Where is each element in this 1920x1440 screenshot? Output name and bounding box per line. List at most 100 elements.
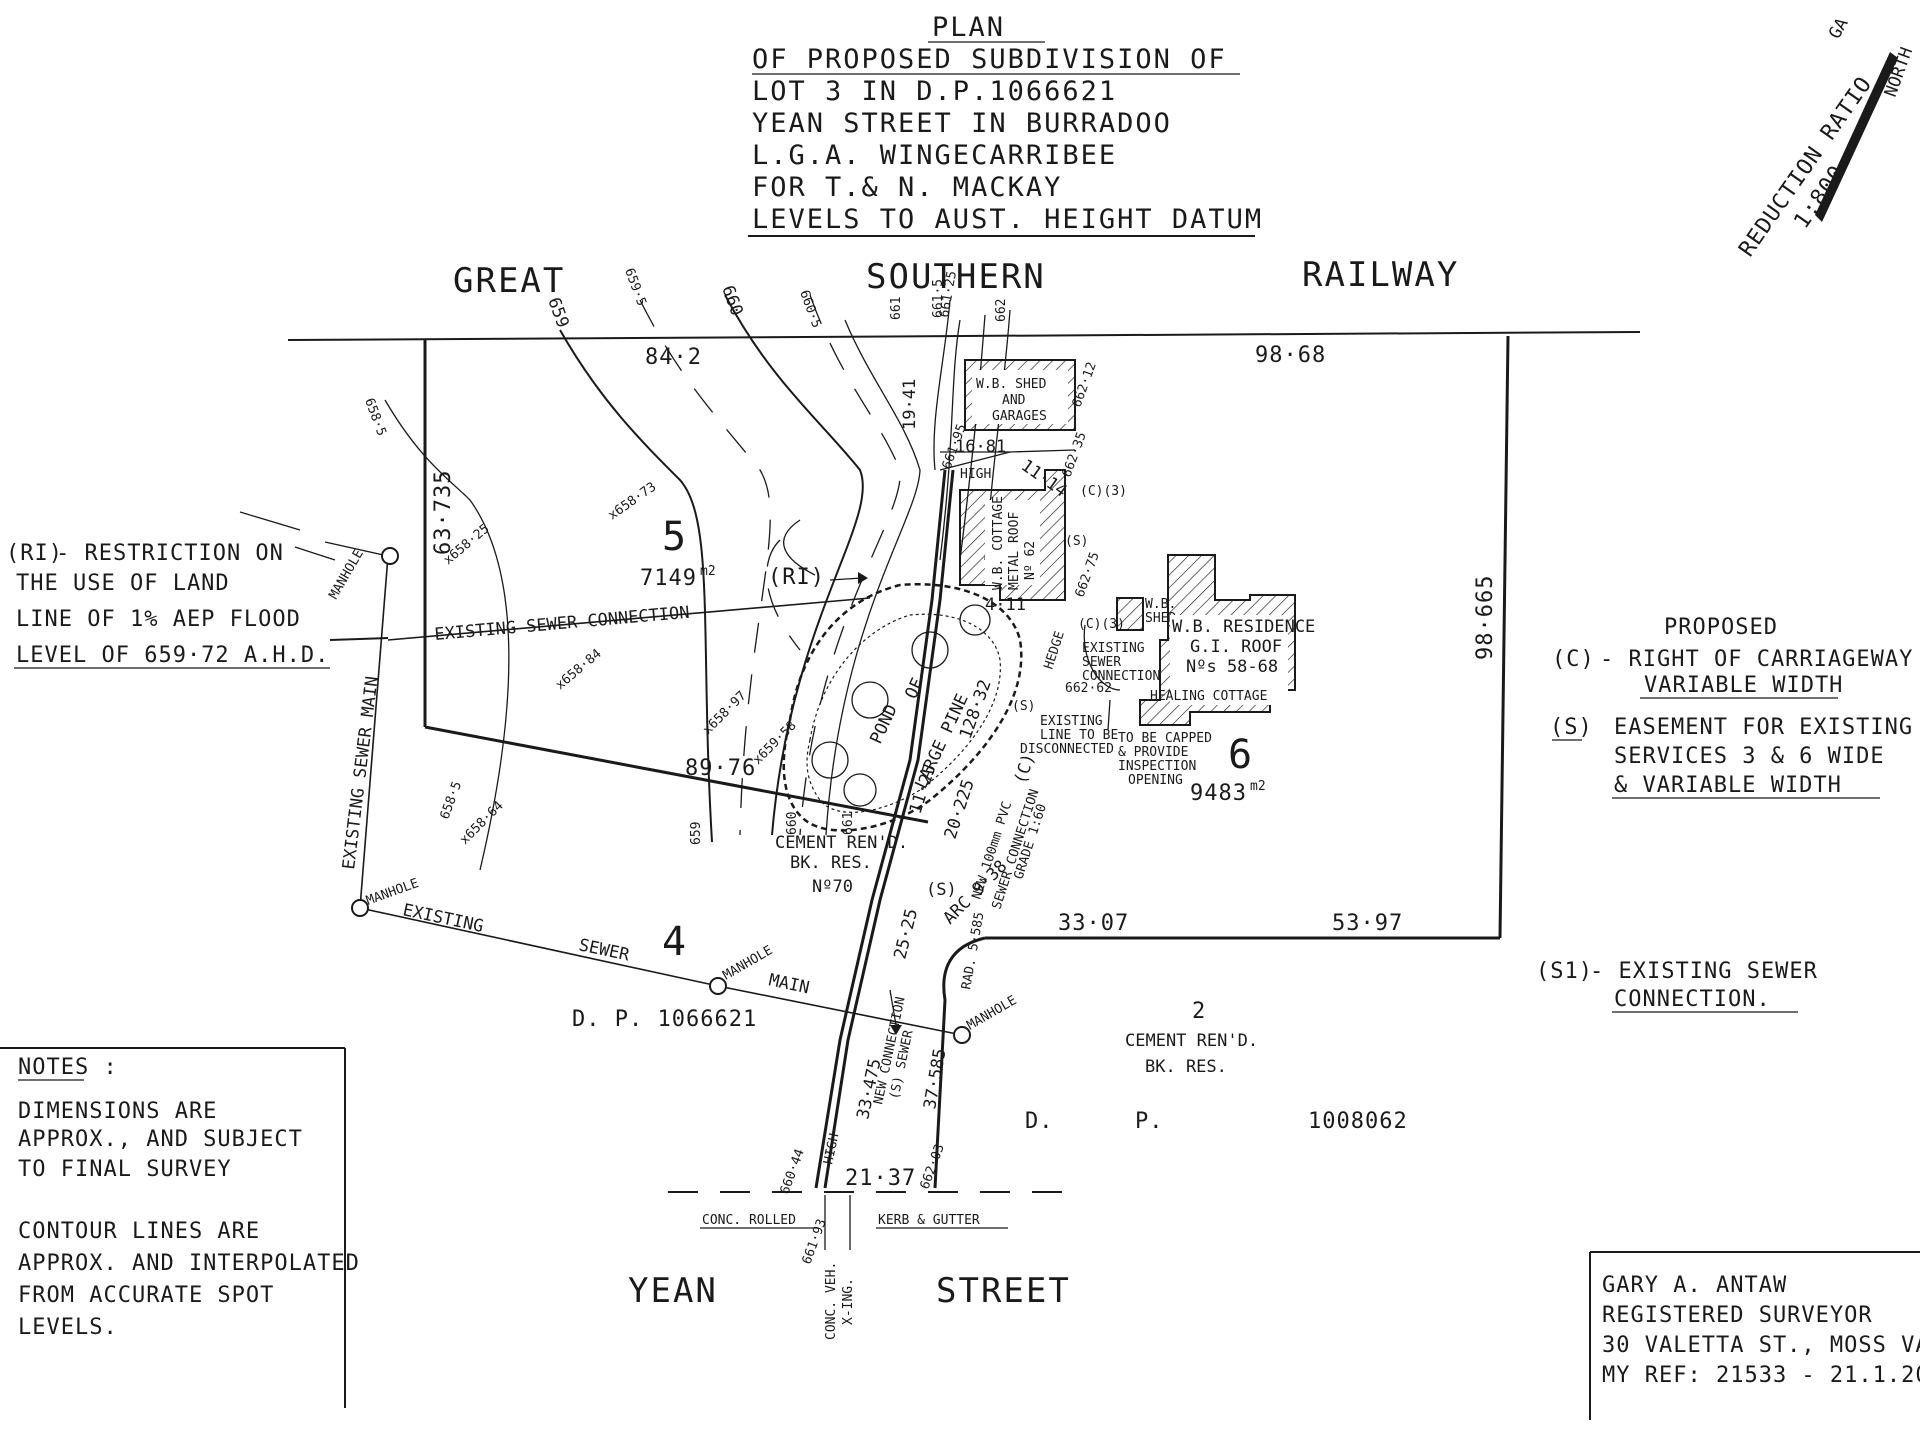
spot-level: x659·58	[750, 718, 799, 767]
lot-2-desc: BK. RES.	[1145, 1057, 1227, 1077]
legend-line: VARIABLE WIDTH	[1644, 673, 1843, 698]
s-code: (C)	[1011, 751, 1040, 786]
contour-label: 662	[994, 299, 1009, 322]
notes-box: NOTES : DIMENSIONS ARE APPROX., AND SUBJ…	[0, 1047, 360, 1408]
sewer-connection-label: EXISTING SEWER CONNECTION	[434, 603, 691, 645]
flood-restriction-line: (RI)	[766, 519, 868, 651]
title-line: L.G.A. WINGECARRIBEE	[752, 140, 1117, 171]
existing-sewer-label: SEWER	[1082, 655, 1121, 670]
kerb-label: KERB & GUTTER	[878, 1213, 980, 1228]
contour-label: 658·5	[438, 779, 465, 821]
svg-text:GA: GA	[1825, 15, 1853, 43]
existing-line-label: EXISTING	[1040, 714, 1103, 729]
legend-proposed: PROPOSED (C) - RIGHT OF CARRIAGEWAY VARI…	[1536, 615, 1912, 1013]
residence-label: Nºs 58-68	[1186, 657, 1278, 677]
vehicle-xing-label: CONC. VEH.	[824, 1262, 839, 1340]
cottage-label: METAL ROOF	[1007, 512, 1022, 590]
capped-label: TO BE CAPPED	[1118, 731, 1212, 746]
dimension: 21·37	[845, 1166, 916, 1191]
cottage-name-label: HEALING COTTAGE	[1150, 689, 1267, 704]
manhole-label: MANHOLE	[326, 547, 366, 602]
small-shed-building	[1116, 597, 1144, 631]
surveyor-box: GARY A. ANTAW REGISTERED SURVEYOR 30 VAL…	[1589, 1251, 1920, 1420]
title-line: LOT 3 IN D.P.1066621	[752, 76, 1117, 107]
dimension: 16·81	[955, 437, 1006, 457]
high-label: HIGH	[821, 1132, 842, 1166]
title-block: PLAN OF PROPOSED SUBDIVISION OF LOT 3 IN…	[748, 12, 1261, 237]
dimension: 53·97	[1332, 911, 1403, 936]
dimension: 84·2	[645, 345, 702, 370]
cement-res-label: BK. RES.	[790, 853, 872, 873]
legend-code: (S1)	[1536, 959, 1593, 984]
s-code: (S)	[926, 880, 957, 900]
spot-level: x658·84	[553, 646, 605, 693]
existing-line-label: LINE TO BE	[1040, 728, 1118, 743]
contour-label: 660	[717, 283, 746, 319]
vehicle-xing-label: X-ING.	[841, 1278, 856, 1325]
legend-line: THE USE OF LAND	[16, 571, 230, 596]
railway-boundary	[287, 331, 1641, 341]
contour-label: 660·5	[796, 288, 823, 330]
surveyor-line: GARY A. ANTAW	[1602, 1273, 1787, 1298]
cottage-label: Nº 62	[1023, 541, 1038, 580]
plan-heading: PLAN	[932, 12, 1005, 43]
dimension: 25·25	[890, 907, 922, 962]
notes-line: CONTOUR LINES ARE	[18, 1219, 260, 1244]
reduction-ratio-label: REDUCTION RATIO	[1734, 72, 1877, 261]
pond-label: OF	[901, 675, 928, 702]
contour-label: 659	[543, 295, 572, 331]
notes-line: TO FINAL SURVEY	[18, 1157, 232, 1182]
lot-6-unit: m2	[1250, 779, 1266, 794]
lot-4-number: 4	[662, 919, 686, 965]
dimension: 19·41	[900, 379, 920, 430]
shed-label: AND	[1002, 393, 1026, 408]
dimension: RAD. 5·585	[959, 911, 987, 991]
dimension: 20·225	[941, 777, 979, 842]
lot-2-desc: CEMENT REN'D.	[1125, 1031, 1258, 1051]
north-arrow-icon	[1815, 52, 1898, 222]
shed-label: W.B. SHED	[976, 377, 1047, 392]
spot-level: 662·03	[918, 1142, 948, 1191]
lot-4-plan: D. P. 1066621	[572, 1007, 757, 1032]
railway-word: SOUTHERN	[866, 257, 1046, 297]
contour-label: 660	[785, 812, 800, 835]
contour-label: 659·5	[621, 266, 648, 308]
high-label: HIGH	[960, 467, 991, 482]
legend-line: LINE OF 1% AEP FLOOD	[16, 607, 301, 632]
street-word: YEAN	[628, 1271, 718, 1311]
street-word: STREET	[936, 1271, 1071, 1311]
dimension: 4·11	[985, 595, 1026, 615]
lot-labels: 5 7149 m2 6 9483 m2 4 D. P. 1066621 2 CE…	[572, 514, 1407, 1134]
hedge-label: HEDGE	[1042, 629, 1068, 671]
reduction-ratio: REDUCTION RATIO 1:800	[1734, 72, 1877, 261]
spot-level: x658·73	[606, 480, 659, 524]
dimension: 33·07	[1058, 911, 1129, 936]
legend-line: CONNECTION.	[1614, 987, 1771, 1012]
manhole-icon	[351, 899, 369, 917]
title-line: YEAN STREET IN BURRADOO	[752, 108, 1172, 139]
dimension: 98·68	[1255, 343, 1326, 368]
title-line: OF PROPOSED SUBDIVISION OF	[752, 44, 1227, 75]
spot-level: 662·35	[1060, 430, 1090, 479]
cement-res-label: Nº70	[812, 877, 853, 897]
notes-line: LEVELS.	[18, 1315, 118, 1340]
ri-label: (RI)	[768, 565, 825, 590]
lot-5-area: 7149	[640, 566, 697, 591]
lot-5-unit: m2	[700, 564, 716, 579]
cottage-label: W.B. COTTAGE	[991, 496, 1006, 590]
lot-6-number: 6	[1228, 732, 1252, 778]
legend-line: SERVICES 3 & 6 WIDE	[1614, 744, 1885, 769]
railway-word: RAILWAY	[1302, 255, 1459, 295]
railway-word: GREAT	[453, 261, 565, 301]
dimension: 89·76	[685, 756, 756, 781]
notes-line: APPROX. AND INTERPOLATED	[18, 1251, 360, 1276]
buildings: W.B. SHED AND GARAGES W.B. COTTAGE METAL…	[959, 359, 1315, 726]
manhole-icon	[381, 547, 399, 565]
existing-line-label: DISCONNECTED	[1020, 742, 1114, 757]
dimension: 63·735	[431, 470, 456, 555]
lot-2-number: 2	[1192, 999, 1206, 1024]
c-code: (C)(3)	[1080, 484, 1127, 499]
legend-heading: PROPOSED	[1664, 615, 1778, 640]
legend-line: - EXISTING SEWER	[1590, 959, 1818, 984]
manhole-label: MANHOLE	[965, 993, 1020, 1033]
